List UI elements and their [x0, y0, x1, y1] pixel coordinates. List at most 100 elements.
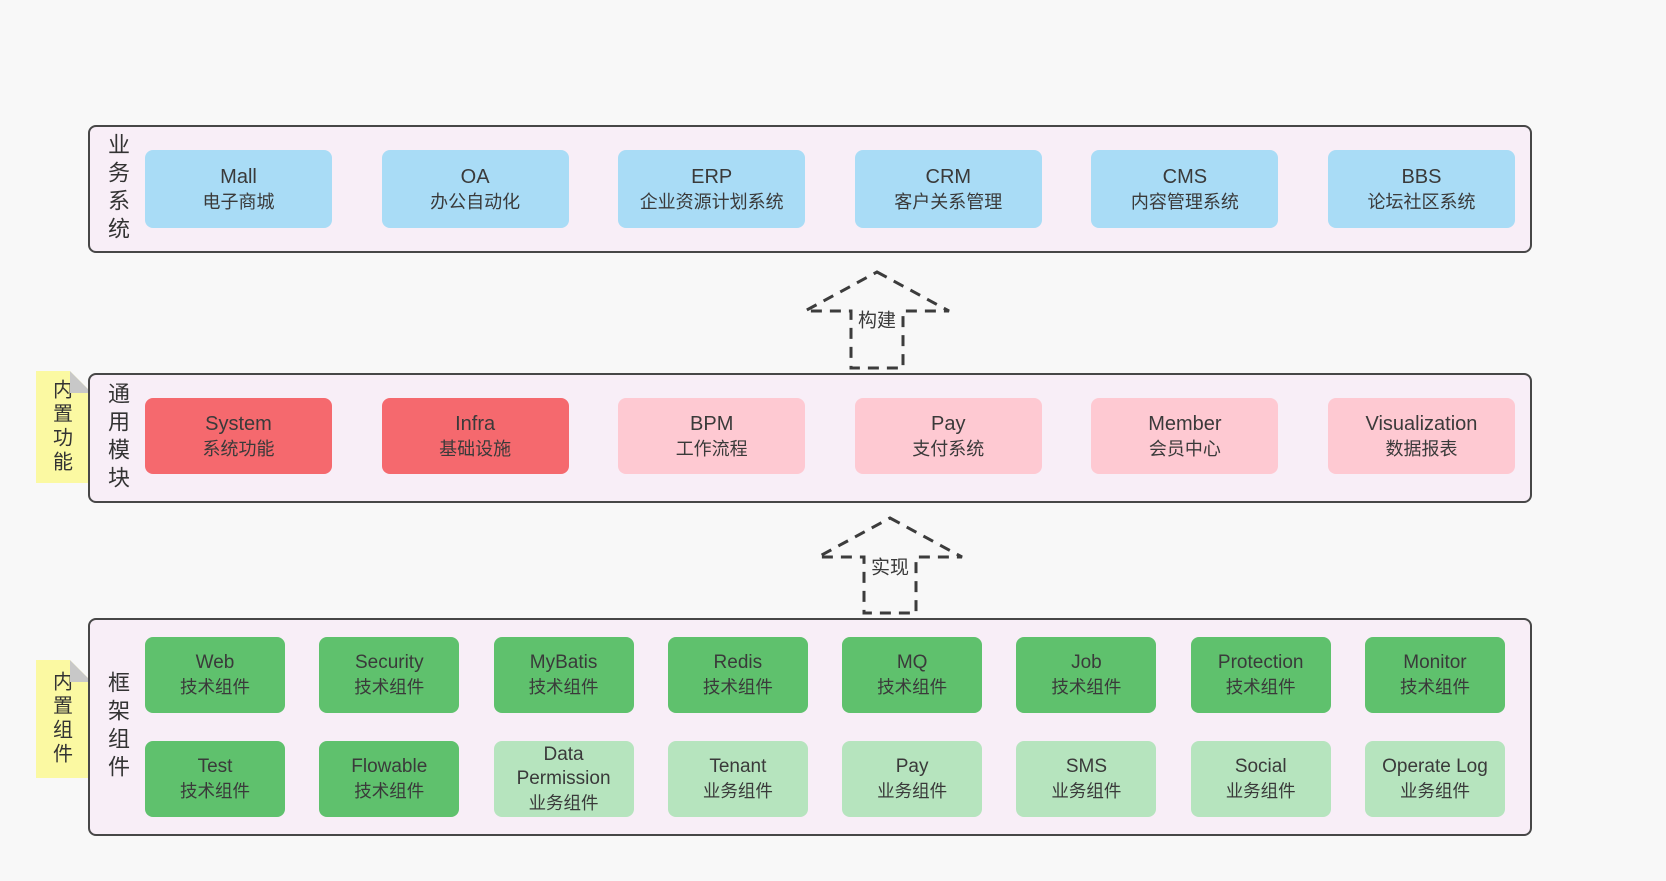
box-subtitle: 技术组件 [180, 781, 250, 801]
box-mybatis: MyBatis 技术组件 [493, 637, 634, 713]
box-job: Job 技术组件 [1016, 637, 1157, 713]
box-title: Web [195, 652, 235, 673]
box-title: BBS [1401, 165, 1442, 188]
box-subtitle: 技术组件 [528, 677, 599, 697]
business-systems-label: 业务系统 [105, 133, 130, 245]
box-security: Security 技术组件 [319, 637, 460, 713]
box-pay-component: Pay 业务组件 [842, 741, 983, 817]
box-subtitle: 技术组件 [180, 677, 250, 697]
box-test: Test 技术组件 [145, 741, 285, 817]
box-subtitle: 技术组件 [877, 677, 948, 697]
box-title: Mall [220, 165, 257, 188]
box-protection: Protection 技术组件 [1190, 637, 1331, 713]
box-subtitle: 数据报表 [1385, 438, 1458, 459]
box-mall: Mall 电子商城 [145, 150, 332, 228]
box-title: Flowable [351, 756, 428, 777]
box-title: Visualization [1365, 412, 1478, 435]
box-crm: CRM 客户关系管理 [854, 150, 1042, 228]
box-subtitle: 业务组件 [1399, 781, 1470, 801]
box-subtitle: 技术组件 [1051, 677, 1122, 697]
box-title: BPM [690, 412, 734, 435]
box-title: Data Permission [516, 744, 611, 789]
box-infra: Infra 基础设施 [381, 398, 569, 474]
box-social: Social 业务组件 [1190, 741, 1331, 817]
box-subtitle: 系统功能 [202, 438, 275, 459]
box-title: Job [1071, 652, 1102, 673]
common-modules-row: System 系统功能 Infra 基础设施 BPM 工作流程 Pay 支付系统… [145, 398, 1515, 474]
box-title: Monitor [1403, 652, 1467, 673]
implement-arrow-label: 实现 [865, 549, 915, 583]
business-systems-row: Mall 电子商城 OA 办公自动化 ERP 企业资源计划系统 CRM 客户关系… [145, 150, 1515, 228]
box-bpm: BPM 工作流程 [618, 398, 806, 474]
box-pay-module: Pay 支付系统 [854, 398, 1042, 474]
box-subtitle: 基础设施 [439, 438, 512, 459]
box-monitor: Monitor 技术组件 [1364, 637, 1505, 713]
box-subtitle: 办公自动化 [430, 191, 521, 212]
box-title: OA [460, 165, 490, 188]
box-title: Operate Log [1382, 756, 1488, 777]
box-title: Security [354, 652, 424, 673]
build-arrow-label: 构建 [852, 302, 902, 336]
box-subtitle: 企业资源计划系统 [639, 191, 784, 212]
box-subtitle: 业务组件 [877, 781, 948, 801]
box-subtitle: 业务组件 [1051, 781, 1122, 801]
box-subtitle: 支付系统 [912, 438, 985, 459]
box-subtitle: 业务组件 [702, 781, 773, 801]
box-subtitle: 技术组件 [354, 677, 425, 697]
box-erp: ERP 企业资源计划系统 [618, 150, 806, 228]
box-web: Web 技术组件 [145, 637, 285, 713]
box-title: Redis [713, 652, 763, 673]
builtin-components-tab: 内置组件 [36, 660, 92, 778]
box-title: Social [1234, 756, 1287, 777]
box-title: ERP [691, 165, 733, 188]
box-title: Tenant [709, 756, 767, 777]
box-subtitle: 技术组件 [1399, 677, 1470, 697]
box-subtitle: 论坛社区系统 [1367, 191, 1476, 212]
box-bbs: BBS 论坛社区系统 [1327, 150, 1515, 228]
business-systems-container: 业务系统 Mall 电子商城 OA 办公自动化 ERP 企业资源计划系统 CRM… [88, 125, 1532, 253]
box-oa: OA 办公自动化 [381, 150, 569, 228]
box-data-permission: Data Permission 业务组件 [493, 741, 634, 817]
box-title: Infra [455, 412, 496, 435]
framework-components-row-2: Test 技术组件 Flowable 技术组件 Data Permission … [145, 741, 1505, 817]
box-cms: CMS 内容管理系统 [1091, 150, 1279, 228]
box-subtitle: 业务组件 [1225, 781, 1296, 801]
box-member: Member 会员中心 [1091, 398, 1279, 474]
common-modules-label: 通用模块 [105, 382, 130, 494]
builtin-components-tab-label: 内置组件 [49, 671, 72, 767]
box-subtitle: 电子商城 [202, 191, 275, 212]
box-title: Protection [1217, 652, 1304, 673]
box-title: SMS [1065, 756, 1107, 777]
box-operate-log: Operate Log 业务组件 [1364, 741, 1505, 817]
box-subtitle: 客户关系管理 [894, 191, 1003, 212]
common-modules-container: 通用模块 System 系统功能 Infra 基础设施 BPM 工作流程 Pay… [88, 373, 1532, 503]
box-title: Pay [895, 756, 929, 777]
box-title: Pay [931, 412, 966, 435]
box-title: System [205, 412, 272, 435]
box-title: Member [1148, 412, 1222, 435]
framework-components-label: 框架组件 [105, 671, 130, 783]
box-subtitle: 工作流程 [675, 438, 748, 459]
box-redis: Redis 技术组件 [667, 637, 808, 713]
box-flowable: Flowable 技术组件 [319, 741, 460, 817]
box-title: CRM [925, 165, 972, 188]
box-sms: SMS 业务组件 [1016, 741, 1157, 817]
box-subtitle: 技术组件 [702, 677, 773, 697]
builtin-features-tab: 内置功能 [36, 371, 92, 483]
box-title: CMS [1162, 165, 1208, 188]
framework-components-container: 框架组件 Web 技术组件 Security 技术组件 MyBatis 技术组件… [88, 618, 1532, 836]
box-subtitle: 业务组件 [528, 793, 599, 813]
box-visualization: Visualization 数据报表 [1327, 398, 1515, 474]
box-subtitle: 会员中心 [1148, 438, 1221, 459]
builtin-features-tab-label: 内置功能 [49, 379, 72, 475]
box-mq: MQ 技术组件 [842, 637, 983, 713]
box-system: System 系统功能 [145, 398, 332, 474]
box-tenant: Tenant 业务组件 [667, 741, 808, 817]
box-title: MyBatis [529, 652, 598, 673]
box-subtitle: 技术组件 [354, 781, 425, 801]
box-subtitle: 内容管理系统 [1130, 191, 1239, 212]
box-subtitle: 技术组件 [1225, 677, 1296, 697]
box-title: Test [197, 756, 233, 777]
box-title: MQ [896, 652, 928, 673]
